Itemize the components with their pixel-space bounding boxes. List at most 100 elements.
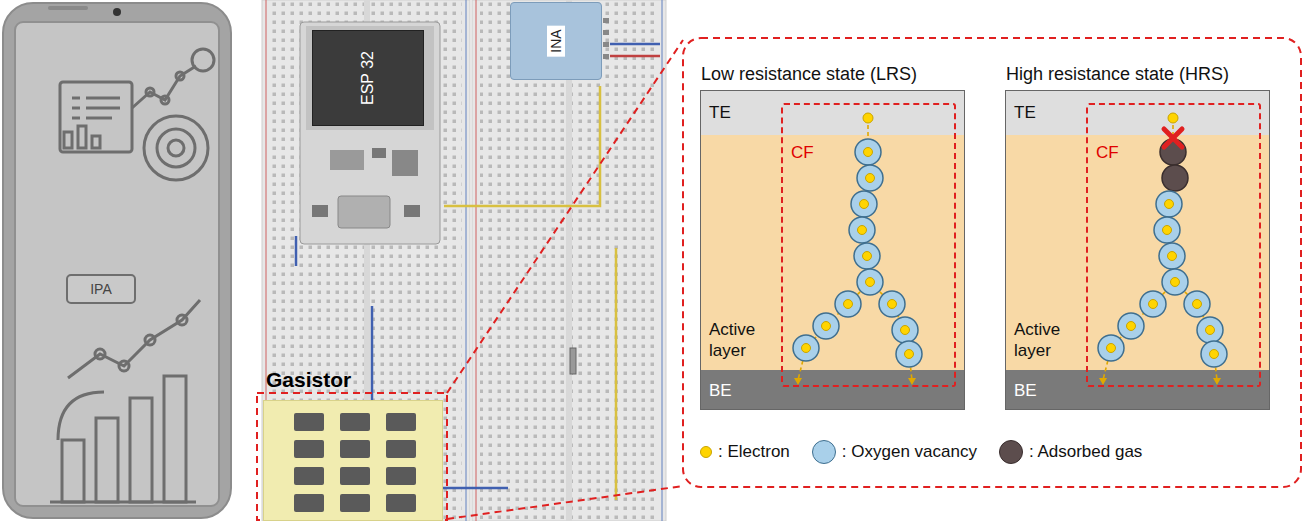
chip-pad [294,413,324,431]
legend-text: : Adsorbed gas [1029,442,1142,462]
cross-section-panel: High resistance state (HRS)TEActive laye… [1005,90,1270,410]
oxygen-vacancy [851,191,877,217]
electron [1206,326,1215,335]
electrode-band [700,370,965,410]
electron [866,174,875,183]
electron [1127,322,1136,331]
heading: Gasistor [266,368,351,392]
legend-swatch [700,446,712,458]
chip-pad [386,467,416,485]
oxygen-vacancy [855,139,881,165]
oxygen-vacancy [793,335,819,361]
label-text: ESP 32 [359,51,377,105]
oxygen-vacancy [1197,317,1223,343]
ina-sensor-board: INA [510,2,602,80]
electron-path [1103,282,1175,380]
oxygen-vacancy [1184,291,1210,317]
electrode-band [700,90,965,135]
oxygen-vacancy [813,313,839,339]
electron [888,300,897,309]
electron [1168,113,1178,123]
chip-pad [294,494,324,512]
electron [863,113,873,123]
oxygen-vacancy [1118,313,1144,339]
electron [1210,350,1219,359]
electron [866,278,875,287]
legend-item: : Adsorbed gas [999,440,1142,464]
bottom-electrode: BE [701,371,966,411]
label-text: BE [1014,381,1037,401]
label-text: CF [791,143,814,163]
label-text: TE [709,103,731,123]
oxygen-vacancy [835,291,861,317]
conductive-filament-region: CF [781,103,956,387]
electron [802,344,811,353]
chip-pad [294,467,324,485]
oxygen-vacancy [1156,191,1182,217]
chip-pad [294,440,324,458]
oxygen-vacancy [857,165,883,191]
top-electrode: TE [701,91,966,136]
legend-item: : Electron [700,442,790,462]
oxygen-vacancy [879,291,905,317]
electron-arrow [1099,378,1107,385]
breadboard [262,0,666,521]
electron [844,300,853,309]
oxygen-vacancy [1140,291,1166,317]
chip-pad [340,440,370,458]
legend-text: : Electron [718,442,790,462]
chip-pad [340,494,370,512]
electron [864,148,873,157]
label-text: Active layer [1014,320,1076,361]
legend-swatch [812,440,836,464]
oxygen-vacancy [1162,269,1188,295]
electron [863,252,872,261]
electron-arrow [794,378,802,385]
electron [905,350,914,359]
electron [1168,252,1177,261]
chip-pad [340,413,370,431]
label-text: TE [1014,103,1036,123]
active-layer-band [1005,135,1270,370]
label-text: BE [709,381,732,401]
esp32-module: ESP 32 [312,30,424,126]
legend-swatch [999,440,1023,464]
label-text: Active layer [709,320,771,361]
oxygen-vacancy [854,243,880,269]
heading: High resistance state (HRS) [1006,64,1229,85]
electron [1171,278,1180,287]
adsorbed-gas [1162,165,1188,191]
electrode-band [1005,370,1270,410]
electron [822,322,831,331]
label-text: IPA [90,281,112,297]
legend-text: : Oxygen vacancy [842,442,977,462]
legend-item: : Oxygen vacancy [812,440,977,464]
heading: Low resistance state (LRS) [701,64,917,85]
electron [1149,300,1158,309]
oxygen-vacancy [892,317,918,343]
device-cross-sections [700,90,1270,410]
electron-arrow [1213,378,1221,385]
phone [3,3,231,518]
electrode-band [1005,90,1270,135]
active-layer: Active layer [701,136,966,371]
label-text: INA [547,25,565,56]
electron [1107,344,1116,353]
oxygen-vacancy [857,269,883,295]
adsorbed-gas [1160,139,1186,165]
electron [901,326,910,335]
oxygen-vacancy [849,217,875,243]
oxygen-vacancy [896,341,922,367]
label-text: CF [1096,143,1119,163]
top-electrode: TE [1006,91,1271,136]
active-layer-band [700,135,965,370]
chip-pad [386,440,416,458]
conductive-filament-region: CF [1086,103,1261,387]
cross-section-panel: Low resistance state (LRS)TEActive layer… [700,90,965,410]
electron [860,200,869,209]
legend: : Electron : Oxygen vacancy : Adsorbed gas [700,440,1164,464]
gasistor-chip: Gasistor [263,400,443,521]
chip-pad [386,494,416,512]
chip-pad [386,413,416,431]
electron [1193,300,1202,309]
